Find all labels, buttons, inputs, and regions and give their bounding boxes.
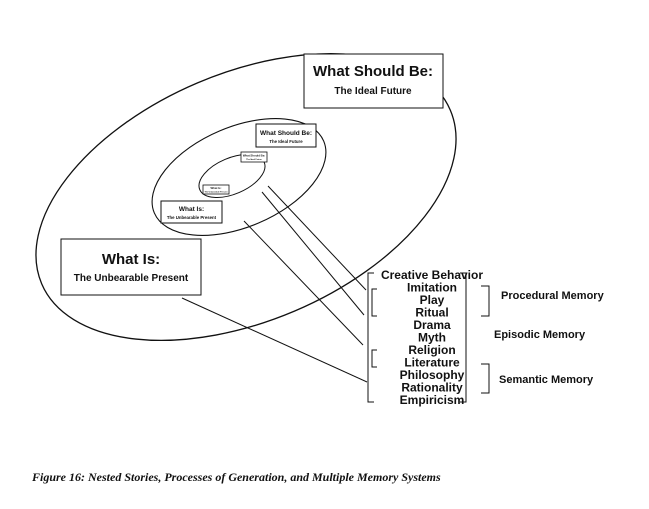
bracket-right-semantic [481, 363, 490, 394]
process-item: Empiricism [400, 393, 465, 407]
inner-is-title: What Is: [211, 186, 222, 190]
outer-ellipse [35, 52, 457, 342]
process-item: Myth [418, 331, 446, 345]
bracket-right-procedural [481, 285, 490, 317]
outer-should-box [303, 53, 444, 109]
procedural-memory-label: Procedural Memory [501, 290, 605, 302]
inner-is-box [202, 184, 230, 195]
figure-caption: Figure 16: Nested Stories, Processes of … [32, 470, 441, 484]
bracket-left-all [367, 272, 374, 403]
middle-is-title: What Is: [179, 206, 204, 213]
middle-is-subtitle: The Unbearable Present [167, 215, 217, 220]
semantic-memory-label: Semantic Memory [499, 374, 594, 386]
process-item: Literature [404, 356, 460, 370]
episodic-memory-label: Episodic Memory [494, 329, 586, 341]
middle-should-subtitle: The Ideal Future [269, 139, 303, 144]
connector-line-inner-b [267, 185, 367, 291]
outer-should-title: What Should Be: [313, 63, 433, 80]
outer-is-box [60, 238, 202, 296]
middle-should-box [255, 123, 317, 148]
connector-line-outer [181, 297, 368, 383]
outer-should-subtitle: The Ideal Future [334, 86, 412, 97]
inner-should-title: What Should Be: [243, 154, 265, 158]
connector-line-middle [243, 220, 364, 346]
bracket-left-semantic [371, 349, 377, 368]
inner-should-subtitle: The Ideal Future [246, 158, 262, 161]
process-item: Rationality [401, 381, 463, 395]
process-list: Creative BehaviorImitationPlayRitualDram… [381, 268, 483, 407]
bracket-left-episodic [371, 288, 377, 317]
process-item: Imitation [407, 281, 457, 295]
process-item: Play [420, 293, 445, 307]
middle-ellipse [151, 118, 327, 236]
outer-is-subtitle: The Unbearable Present [74, 273, 189, 284]
inner-is-subtitle: The Unbearable Present [205, 191, 228, 194]
middle-should-title: What Should Be: [260, 130, 312, 137]
process-item: Religion [408, 343, 455, 357]
inner-should-box [240, 151, 268, 163]
middle-is-box [160, 200, 223, 224]
outer-is-title: What Is: [102, 251, 160, 268]
process-item: Drama [413, 318, 451, 332]
process-item: Philosophy [400, 368, 465, 382]
bracket-right-all [460, 272, 467, 403]
process-item: Creative Behavior [381, 268, 483, 282]
connector-line-inner-a [261, 191, 365, 316]
process-item: Ritual [415, 306, 448, 320]
